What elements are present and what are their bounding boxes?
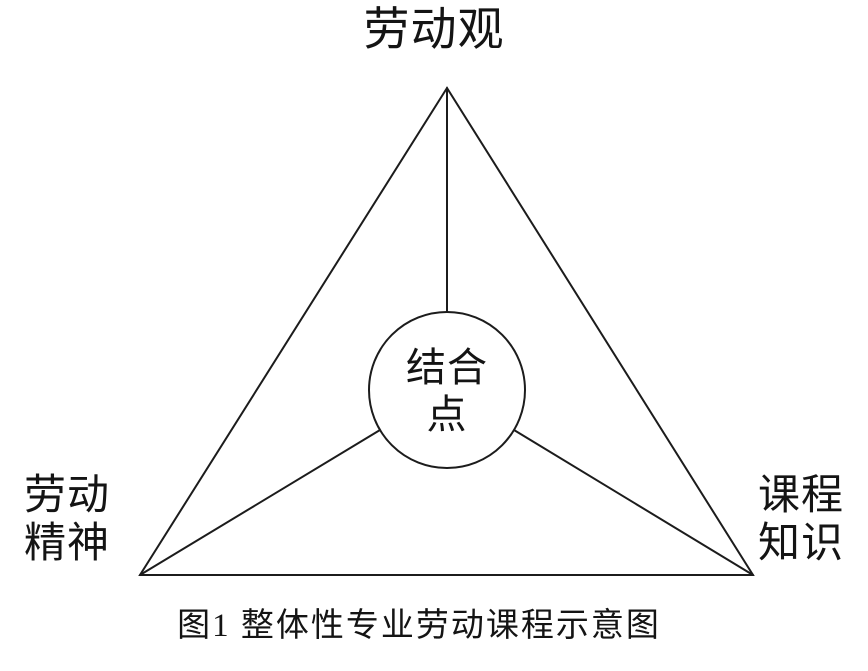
center-label-junction-point-line1: 结合	[406, 345, 488, 390]
diagram-line-group	[138, 86, 755, 576]
vertex-label-labor-spirit-line2: 精神	[23, 521, 110, 568]
triangle-outline	[138, 86, 755, 576]
center-label-junction-point-line2: 点	[426, 392, 468, 438]
center-label-junction-point: 结合 点	[387, 344, 507, 438]
vertex-label-labor-view: 劳动观	[363, 4, 505, 55]
center-circle	[368, 311, 526, 469]
spoke-bottom-right	[513, 429, 754, 576]
figure-caption: 图1 整体性专业劳动课程示意图	[177, 608, 661, 644]
vertex-label-labor-spirit: 劳动 精神	[8, 472, 126, 569]
vertex-label-course-knowledge: 课程 知识	[742, 472, 860, 569]
vertex-label-course-knowledge-line1: 课程	[757, 473, 844, 519]
vertex-label-labor-spirit-line1: 劳动	[23, 473, 110, 519]
vertex-label-course-knowledge-line2: 知识	[757, 521, 844, 568]
spoke-bottom-left	[139, 429, 381, 576]
